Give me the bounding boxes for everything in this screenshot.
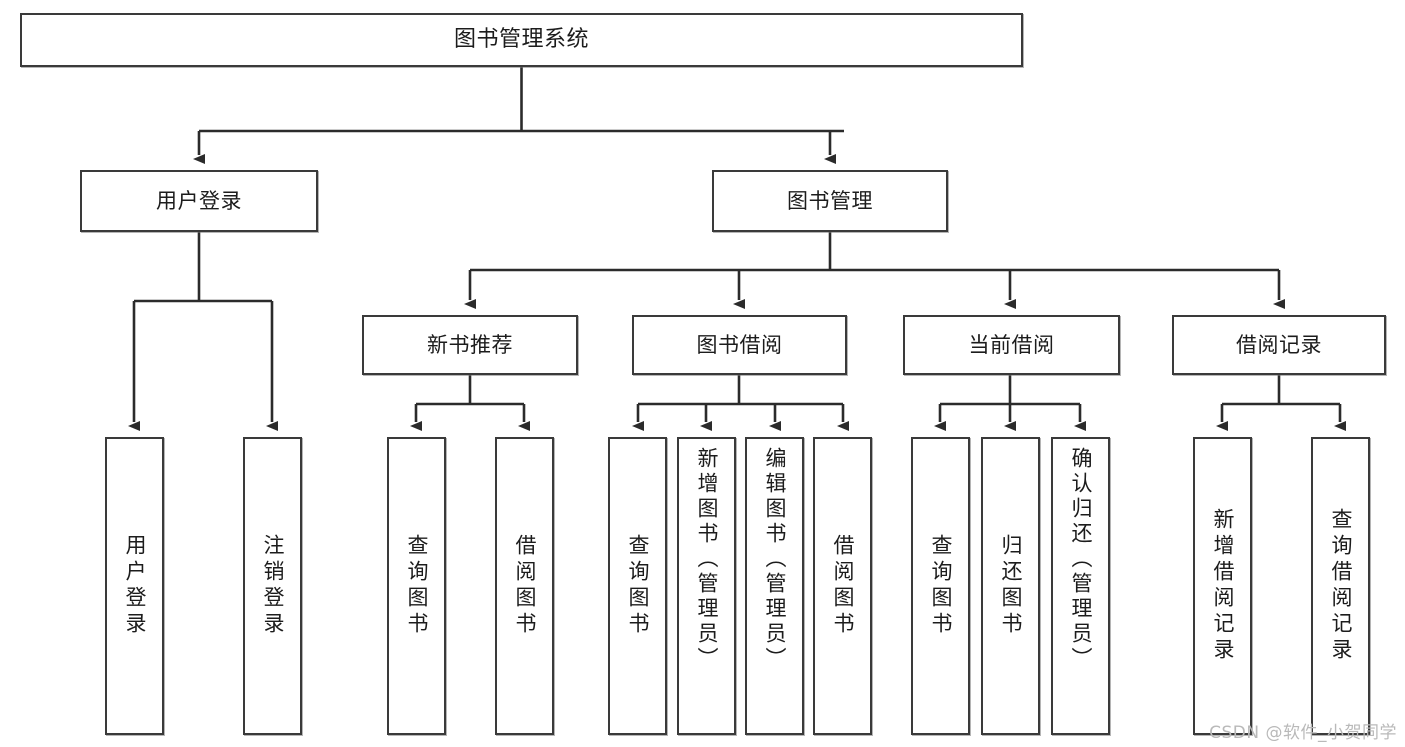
node-borrow-record-label: 借阅记录 bbox=[1236, 332, 1322, 357]
node-current-borrow-label: 当前借阅 bbox=[968, 332, 1055, 357]
node-leaf-add-record-label: 新增借阅记录 bbox=[1211, 508, 1235, 664]
node-leaf-query-book-1-label: 查询图书 bbox=[405, 534, 429, 638]
node-user-login-label: 用户登录 bbox=[156, 188, 242, 213]
node-user-login[interactable]: 用户登录 bbox=[80, 170, 318, 232]
node-leaf-edit-book-label: 编辑图书（管理员） bbox=[763, 447, 787, 672]
node-leaf-query-book-3-label: 查询图书 bbox=[929, 534, 953, 638]
node-leaf-add-record[interactable]: 新增借阅记录 bbox=[1193, 437, 1252, 735]
node-leaf-user-login-label: 用户登录 bbox=[123, 534, 147, 638]
node-new-book-rec-label: 新书推荐 bbox=[427, 332, 513, 357]
node-leaf-logout[interactable]: 注销登录 bbox=[243, 437, 302, 735]
watermark-text: CSDN @软件_小贺同学 bbox=[1209, 723, 1397, 743]
node-leaf-edit-book[interactable]: 编辑图书（管理员） bbox=[745, 437, 804, 735]
node-current-borrow[interactable]: 当前借阅 bbox=[903, 315, 1120, 375]
node-leaf-add-book-label: 新增图书（管理员） bbox=[695, 447, 719, 672]
node-new-book-rec[interactable]: 新书推荐 bbox=[362, 315, 578, 375]
node-leaf-confirm-return[interactable]: 确认归还（管理员） bbox=[1051, 437, 1110, 735]
node-book-mgmt[interactable]: 图书管理 bbox=[712, 170, 948, 232]
node-root[interactable]: 图书管理系统 bbox=[20, 13, 1023, 67]
node-leaf-borrow-book-1[interactable]: 借阅图书 bbox=[495, 437, 554, 735]
node-book-mgmt-label: 图书管理 bbox=[787, 188, 873, 213]
node-leaf-return-book[interactable]: 归还图书 bbox=[981, 437, 1040, 735]
node-borrow-record[interactable]: 借阅记录 bbox=[1172, 315, 1386, 375]
node-leaf-add-book[interactable]: 新增图书（管理员） bbox=[677, 437, 736, 735]
node-leaf-query-record-label: 查询借阅记录 bbox=[1329, 508, 1353, 664]
node-leaf-query-book-3[interactable]: 查询图书 bbox=[911, 437, 970, 735]
node-leaf-logout-label: 注销登录 bbox=[261, 534, 285, 638]
node-root-label: 图书管理系统 bbox=[453, 27, 589, 53]
node-book-borrow-label: 图书借阅 bbox=[696, 332, 783, 357]
node-leaf-user-login[interactable]: 用户登录 bbox=[105, 437, 164, 735]
node-leaf-return-book-label: 归还图书 bbox=[999, 534, 1023, 638]
node-leaf-query-book-2-label: 查询图书 bbox=[626, 534, 650, 638]
node-leaf-borrow-book-2-label: 借阅图书 bbox=[831, 534, 855, 638]
node-book-borrow[interactable]: 图书借阅 bbox=[632, 315, 847, 375]
node-leaf-borrow-book-2[interactable]: 借阅图书 bbox=[813, 437, 872, 735]
node-leaf-query-book-1[interactable]: 查询图书 bbox=[387, 437, 446, 735]
node-leaf-query-book-2[interactable]: 查询图书 bbox=[608, 437, 667, 735]
node-leaf-borrow-book-1-label: 借阅图书 bbox=[513, 534, 537, 638]
node-leaf-confirm-return-label: 确认归还（管理员） bbox=[1069, 447, 1093, 672]
node-leaf-query-record[interactable]: 查询借阅记录 bbox=[1311, 437, 1370, 735]
